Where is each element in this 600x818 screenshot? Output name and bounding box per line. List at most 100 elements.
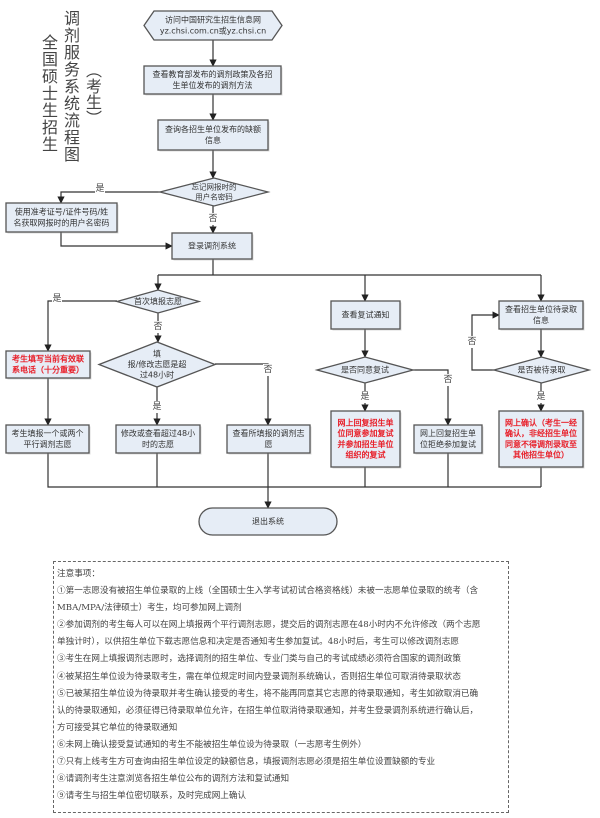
label-forgot-no: 否 xyxy=(208,213,217,224)
note-line: ⑥未网上确认接受复试通知的考生不能被招生单位设为待录取（一志愿考生例外） xyxy=(57,739,367,750)
edge-retest-no xyxy=(413,369,452,426)
title-line-1: 全国硕士生招生 xyxy=(39,34,58,153)
node-login: 登录调剂系统 xyxy=(171,232,254,261)
terminal-shape xyxy=(198,507,338,536)
label-pending-no: 否 xyxy=(467,336,476,347)
node-label: 登录调剂系统 xyxy=(188,241,236,251)
node-label: 查看招生单位待录取 xyxy=(505,304,577,314)
connector-line xyxy=(60,232,173,250)
node-label: 查看所填报的调剂志 xyxy=(233,428,305,438)
label-first-yes: 是 xyxy=(52,293,61,304)
title-line-3: （考生） xyxy=(83,62,102,126)
note-line: ⑦只有上线考生方可查询由招生单位设定的缺额信息，填报调剂志愿必须是招生单位设置缺… xyxy=(57,757,436,768)
node-label: 同意不得调剂录取至 xyxy=(505,439,577,449)
node-label: 系电话（十分重要） xyxy=(12,364,84,374)
process-box xyxy=(330,300,401,330)
process-box xyxy=(5,424,90,454)
node-label: 考生填写当前有效联 xyxy=(12,354,84,364)
node-label: 修改或查看超过48小 xyxy=(121,428,195,438)
process-box xyxy=(143,65,282,95)
node-label: 其他招生单位） xyxy=(513,449,569,459)
edge-48h-no xyxy=(215,363,272,426)
decision-diamond xyxy=(314,356,416,384)
note-line: ③考生在网上填报调剂志愿时，选择调剂的招生单位、专业门类与自己的考试成绩必须符合… xyxy=(57,654,461,665)
process-box xyxy=(157,119,269,151)
notes-box: 注意事项： ①第一志愿没有被招生单位录取的上线（全国硕士生入学考试初试合格资格线… xyxy=(53,561,509,813)
node-label: 考生填报一个或两个 xyxy=(12,428,84,438)
note-line: ⑨请考生与招生单位密切联系，及时完成网上确认 xyxy=(57,791,247,802)
node-label: 报/修改志愿是超 xyxy=(128,359,187,369)
note-line: ⑤已被某招生单位设为待录取并考生确认接受的考生，将不能再同意其它志愿的待录取通知… xyxy=(57,688,479,699)
node-label: 退出系统 xyxy=(252,516,284,526)
decision-diamond xyxy=(157,177,271,207)
note-line: 方可接受其它单位的待录取通知 xyxy=(57,722,178,733)
note-line: ②参加调剂的考生每人可以在网上填报两个平行调剂志愿，提交后的调剂志愿在48小时内… xyxy=(57,620,481,631)
label-48h-yes: 是 xyxy=(152,401,161,412)
process-box xyxy=(226,424,311,454)
node-exit: 退出系统 xyxy=(198,507,338,536)
node-label: 用户名密码 xyxy=(195,192,233,202)
node-label: 生单位发布的调剂方法 xyxy=(173,80,253,90)
process-box xyxy=(498,300,584,330)
node-label: 位同意参加复试 xyxy=(338,428,394,438)
node-label: 信息 xyxy=(533,315,549,325)
node-agree-retest: 是否同意复试 xyxy=(314,356,416,384)
label-48h-no: 否 xyxy=(263,364,272,375)
node-label: 网上回复招生单 xyxy=(420,428,476,438)
process-box xyxy=(498,410,584,468)
node-label: 网上确认（考生一经 xyxy=(505,418,577,428)
node-label: 位拒绝参加复试 xyxy=(420,439,476,449)
flowchart: 访问中国研究生招生信息网yz.chsi.com.cn或yz.chsi.cn查看教… xyxy=(5,10,592,536)
node-label: 查询各招生单位发布的缺额 xyxy=(165,124,261,134)
label-first-no: 否 xyxy=(153,321,162,332)
decision-diamond xyxy=(97,341,217,388)
node-first-fill: 首次填报志愿 xyxy=(114,289,202,314)
node-is-pending: 是否被待录取 xyxy=(491,356,592,384)
node-view-retest: 查看复试通知 xyxy=(330,300,402,331)
node-label: 忘记网报时的 xyxy=(192,181,237,191)
process-box xyxy=(413,424,483,454)
node-label: 是否同意复试 xyxy=(341,365,389,375)
decision-diamond xyxy=(491,356,592,384)
node-label: 是否被待录取 xyxy=(518,365,566,375)
edge-first-yes xyxy=(44,300,117,352)
node-label: 查看复试通知 xyxy=(342,310,390,320)
label-forgot-yes: 是 xyxy=(95,183,104,194)
note-line: ①第一志愿没有被招生单位录取的上线（全国硕士生入学考试初试合格资格线）未被一志愿… xyxy=(57,586,479,597)
node-label: 时的志愿 xyxy=(142,439,174,449)
label-pending-yes: 是 xyxy=(536,391,545,402)
node-label: 网上回复招生单 xyxy=(338,418,394,428)
node-label: 信息 xyxy=(205,135,221,145)
process-box xyxy=(115,424,201,454)
process-box xyxy=(5,350,91,379)
note-line: 认的待录取通知，必须征得已待录取单位允许，在招生单位取消待录取通知，并考生登录调… xyxy=(57,705,479,716)
note-line: 单独计时），以供招生单位下载志愿信息和决定是否通知考生参加复试。48小时后，考生… xyxy=(57,637,459,648)
node-label: 名获取网报时的用户名密码 xyxy=(14,217,110,227)
node-label: 组织的复试 xyxy=(346,449,386,459)
process-box xyxy=(5,202,118,233)
node-label: 过48小时 xyxy=(140,370,174,380)
process-box xyxy=(330,410,401,468)
label-retest-yes: 是 xyxy=(360,391,369,402)
node-label: 填 xyxy=(153,348,161,358)
node-label: yz.chsi.com.cn或yz.chsi.cn xyxy=(160,25,266,35)
note-line: MBA/MPA/法律硕士）考生，均可参加网上调剂 xyxy=(57,603,242,614)
node-label: 确认，非经招生单位 xyxy=(505,428,577,438)
notes-heading: 注意事项： xyxy=(57,569,100,579)
node-label: 平行调剂志愿 xyxy=(24,439,72,449)
note-line: ④被某招生单位设为待录取考生，需在单位规定时间内登录调剂系统确认，否则招生单位可… xyxy=(57,671,461,682)
decision-diamond xyxy=(114,289,202,314)
